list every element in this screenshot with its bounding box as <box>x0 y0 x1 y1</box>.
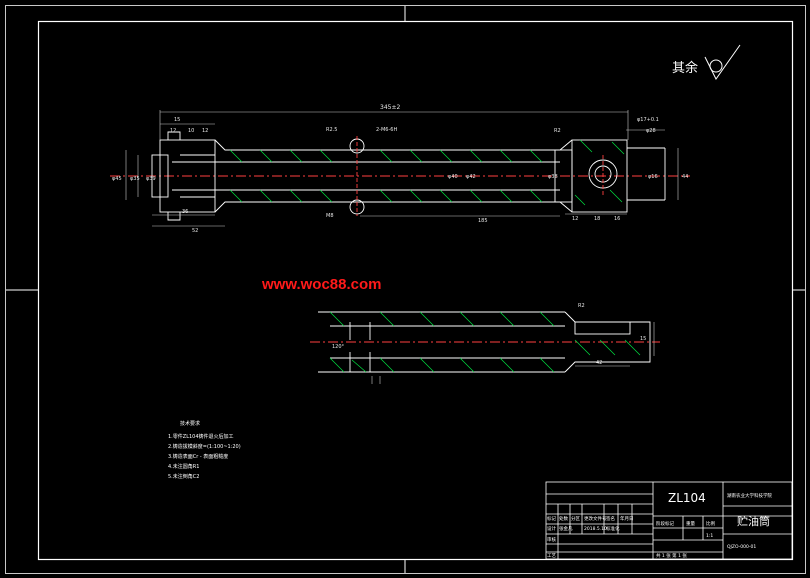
tb-material: ZL104 <box>668 491 706 505</box>
dim-15: 15 <box>174 117 180 123</box>
tb-designer: 张金凡 <box>559 525 573 532</box>
tech-req-title: 技术要求 <box>180 420 200 427</box>
dim-thread: 2-M6-6H <box>376 127 397 133</box>
tech-req-item-3: 3.铸造表面Cr - 表面粗糙度 <box>168 453 228 460</box>
outer-border <box>5 5 806 574</box>
section-view-dimensions: R2 120° 42 15 <box>332 303 646 366</box>
tb-label-sign: 签名 <box>606 515 615 522</box>
tb-ratio: 比例 <box>706 520 715 527</box>
dim-r2-bottom: R2 <box>578 303 585 309</box>
dim-12c: 12 <box>572 216 578 222</box>
dim-phi17: φ17+0.1 <box>637 117 659 123</box>
tb-weight: 重量 <box>686 520 695 527</box>
tb-label-count: 处数 <box>559 515 568 522</box>
tb-label-mark: 标记 <box>547 515 556 522</box>
watermark: www.woc88.com <box>261 276 381 293</box>
dim-12a: 12 <box>170 128 176 134</box>
dim-phi28: φ28 <box>646 128 656 134</box>
tb-part-name: 贮油筒 <box>737 514 770 528</box>
tb-label-zone: 分区 <box>571 515 580 522</box>
tech-req-item-2: 2.铸造拔模斜度=(1:100~1:20) <box>168 443 241 450</box>
dim-phi38: φ38 <box>548 174 558 180</box>
dim-m8: M8 <box>326 213 334 219</box>
title-block-text: ZL104 湖南农业大学科技学院 贮油筒 QJZO-000-01 标记 处数 分… <box>547 491 772 559</box>
dim-r2-top: R2 <box>554 128 561 134</box>
tech-req-item-5: 5.未注倒角C2 <box>168 473 199 480</box>
technical-requirements: 技术要求 1.零件ZL104铸件退火后加工 2.铸造拔模斜度=(1:100~1:… <box>168 420 241 480</box>
dim-42: 42 <box>596 360 602 366</box>
tb-process: 工艺 <box>547 553 556 559</box>
tb-label-change: 更改文件号 <box>584 515 607 522</box>
main-view-dimensions: 345±2 15 12 10 12 R2.5 2-M6-6H R2 φ17+0.… <box>112 104 688 234</box>
tb-sheet-info: 共 1 张 第 1 张 <box>656 552 687 559</box>
dim-phi35: φ35 <box>130 176 140 182</box>
dim-52: 52 <box>192 228 198 234</box>
dim-phi42: φ42 <box>466 174 476 180</box>
centering-marks <box>6 6 805 573</box>
surface-finish-check-icon <box>704 44 741 80</box>
section-view <box>310 311 660 384</box>
tb-stage-mark: 阶段标记 <box>656 520 674 527</box>
dim-angle120: 120° <box>332 344 345 350</box>
main-view <box>110 110 690 227</box>
tb-design-date: 2018.5.10 <box>584 526 607 532</box>
tb-standardization: 标准化 <box>606 525 620 532</box>
tb-drawing-number: QJZO-000-01 <box>727 544 756 550</box>
dim-16: 16 <box>614 216 620 222</box>
title-block <box>545 481 793 560</box>
dim-overall-length: 345±2 <box>380 104 400 111</box>
tb-scale: 1:1 <box>706 533 713 539</box>
tech-req-item-1: 1.零件ZL104铸件退火后加工 <box>168 433 234 440</box>
tb-design-label: 设计 <box>547 525 556 532</box>
dim-phi16: φ16 <box>648 174 658 180</box>
dim-18: 18 <box>594 216 600 222</box>
inner-frame <box>37 20 794 561</box>
surface-finish-mark: 其余 <box>672 44 741 80</box>
dim-phi39: φ39 <box>146 176 156 182</box>
dim-12b: 12 <box>202 128 208 134</box>
dim-10: 10 <box>188 128 194 134</box>
surface-finish-label: 其余 <box>672 60 698 76</box>
tb-label-date: 年月日 <box>620 515 634 522</box>
dim-15b: 15 <box>640 336 646 342</box>
tech-req-item-4: 4.未注圆角R1 <box>168 463 199 470</box>
dim-r25: R2.5 <box>326 127 337 133</box>
dim-44: 44 <box>682 174 688 180</box>
dim-phi40: φ40 <box>448 174 458 180</box>
dim-phi45: φ45 <box>112 176 122 182</box>
dim-185: 185 <box>478 218 488 224</box>
tb-review: 审核 <box>547 536 556 543</box>
tb-institution: 湖南农业大学科技学院 <box>727 492 772 499</box>
dim-36: 36 <box>182 209 188 215</box>
